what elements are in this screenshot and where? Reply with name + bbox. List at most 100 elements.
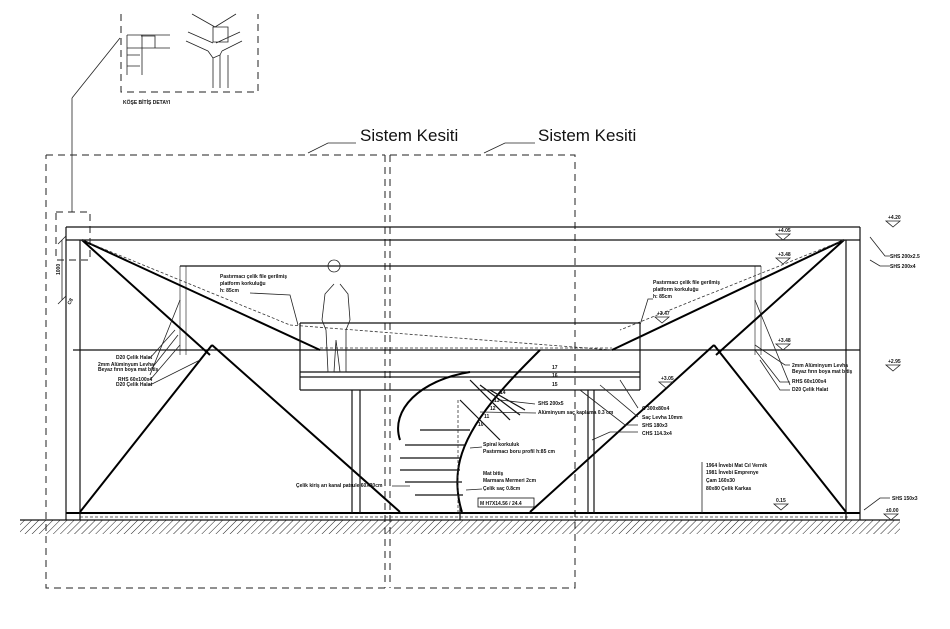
- platform-edges: [299, 323, 641, 390]
- main-frame: [55, 211, 861, 520]
- note-left-2: Beyaz fırın boya mat bitiş: [98, 367, 159, 373]
- level-platform-side: +3.05: [657, 376, 675, 389]
- detail-title: KÖŞE BİTİŞ DETAYI: [123, 99, 171, 106]
- level-top-roof: +4.20: [884, 215, 902, 228]
- section-title-1: Sistem Kesiti: [360, 126, 458, 145]
- svg-text:0.15: 0.15: [776, 498, 786, 504]
- stair-notes: Spiral korkuluk Pastırmacı boru profil h…: [465, 442, 556, 508]
- right-mid-notes: 2mm Alüminyum Levha Beyaz fırın boya mat…: [754, 344, 853, 393]
- platform-note-left: Pastırmacı çelik file gerilmiş platform …: [220, 274, 299, 326]
- detail-leader: [71, 37, 121, 99]
- ground-hatch: [20, 520, 900, 534]
- svg-text:Alüminyum saç kaplama 0.3 cm: Alüminyum saç kaplama 0.3 cm: [538, 410, 614, 416]
- svg-text:1964 İnvebi Mat Cıl Vernik: 1964 İnvebi Mat Cıl Vernik: [706, 462, 767, 469]
- svg-text:16: 16: [552, 373, 558, 379]
- stair-treads: [400, 429, 470, 496]
- note-left-4: D20 Çelik Halat: [116, 382, 152, 388]
- svg-text:Pastırmacı çelik file gerilmiş: Pastırmacı çelik file gerilmiş: [653, 280, 720, 286]
- svg-text:+3.05: +3.05: [661, 376, 674, 382]
- dimension-tag: C8: [67, 297, 76, 306]
- level-beam-top: +4.05: [774, 228, 792, 241]
- svg-text:10: 10: [478, 422, 484, 428]
- svg-text:±0.00: ±0.00: [886, 508, 899, 514]
- left-notes: D20 Çelik Halat 2mm Alüminyum Levha Beya…: [98, 329, 201, 388]
- level-floor-inner: 0.15: [772, 498, 790, 511]
- note-left-0: D20 Çelik Halat: [116, 355, 152, 361]
- left-note-leaders: [149, 329, 201, 386]
- roof-beam: [66, 226, 860, 241]
- svg-text:+3.48: +3.48: [778, 252, 791, 258]
- dimension-text: 1000: [56, 264, 62, 275]
- corner-columns: [65, 227, 861, 520]
- svg-text:Pastırmacı çelik file gerilmiş: Pastırmacı çelik file gerilmiş: [220, 274, 287, 280]
- corner-detail-callout: [55, 211, 91, 261]
- detail-profile-node: [185, 13, 243, 88]
- human-figure-icon: [321, 259, 351, 373]
- svg-text:SHS 200x5: SHS 200x5: [538, 401, 564, 407]
- corner-detail: KÖŞE BİTİŞ DETAYI: [71, 13, 259, 212]
- svg-text:Çam 160x30: Çam 160x30: [706, 478, 735, 484]
- dashed-braces: [81, 239, 845, 351]
- svg-text:+3.47: +3.47: [657, 311, 670, 317]
- level-beam-under: +3.48: [774, 252, 792, 265]
- svg-text:11: 11: [484, 414, 490, 420]
- svg-text:15: 15: [552, 382, 558, 388]
- svg-text:h: 85cm: h: 85cm: [220, 288, 239, 294]
- svg-text:+4.05: +4.05: [778, 228, 791, 234]
- platform-column: [351, 390, 361, 513]
- svg-text:Marmara Mermeri 2cm: Marmara Mermeri 2cm: [483, 478, 537, 484]
- platform-note-right: Pastırmacı çelik file gerilmiş platform …: [639, 280, 720, 326]
- svg-text:17: 17: [552, 365, 558, 371]
- svg-text:platform korkuluğu: platform korkuluğu: [220, 281, 266, 287]
- base-note: Çelik kiriş arı kanal patrule 60X30cm: [296, 483, 410, 489]
- stair-tag: M H7X14.56 / 24.4: [480, 501, 522, 507]
- level-mid-far-right: +2.95: [884, 359, 902, 372]
- svg-text:SHS 200x2.5: SHS 200x2.5: [890, 254, 920, 260]
- level-platform-top: +3.47: [653, 311, 671, 324]
- svg-text:13: 13: [494, 398, 500, 404]
- svg-text:SHS 180x3: SHS 180x3: [642, 423, 668, 429]
- cable-bracing: [79, 239, 847, 513]
- svg-text:Saç Levha 10mm: Saç Levha 10mm: [642, 415, 683, 421]
- svg-text:+4.20: +4.20: [888, 215, 901, 221]
- level-mid-right: +3.48: [774, 338, 792, 351]
- level-ground: ±0.00: [882, 508, 900, 521]
- svg-text:Mat bitiş: Mat bitiş: [483, 471, 503, 477]
- svg-text:12: 12: [490, 406, 496, 412]
- svg-text:Beyaz fırın boya mat bitiş: Beyaz fırın boya mat bitiş: [792, 369, 853, 375]
- note-left-1: 2mm Alüminyum Levha: [98, 362, 154, 368]
- svg-text:Spiral korkuluk: Spiral korkuluk: [483, 442, 519, 448]
- spiral-stair: [397, 349, 541, 520]
- glass-notes: 1964 İnvebi Mat Cıl Vernik 1981 İnvebi E…: [701, 462, 767, 513]
- stair-base: [455, 505, 470, 520]
- svg-text:80x80 Çelik Karkas: 80x80 Çelik Karkas: [706, 486, 752, 492]
- platform-deck: [300, 322, 640, 391]
- svg-text:D20 Çelik Halat: D20 Çelik Halat: [792, 387, 828, 393]
- section-titles: Sistem Kesiti Sistem Kesiti: [307, 126, 636, 154]
- right-cables: [529, 239, 847, 513]
- svg-text:Çelik kiriş arı kanal patrule: Çelik kiriş arı kanal patrule 60X30cm: [296, 483, 383, 489]
- detail-frame: [120, 14, 259, 93]
- svg-text:Çelik saç 0.8cm: Çelik saç 0.8cm: [483, 486, 521, 492]
- platform-column-2: [587, 390, 595, 513]
- right-lower-label: SHS 150x3: [863, 496, 918, 511]
- stair-step-numbers: 17 16 15 14 13 12 11 10: [478, 365, 558, 428]
- inner-posts: [179, 266, 762, 355]
- svg-text:SHS 150x3: SHS 150x3: [892, 496, 918, 502]
- svg-text:2mm Alüminyum Levha: 2mm Alüminyum Levha: [792, 363, 848, 369]
- cable-leaders: [149, 299, 791, 386]
- stair-tag-box: [477, 497, 535, 508]
- dimension-1000: 1000 C8: [56, 235, 76, 306]
- svg-text:platform korkuluğu: platform korkuluğu: [653, 287, 699, 293]
- center-right-notes: C 300x80x4 Saç Levha 10mm SHS 180x3 CHS …: [579, 379, 683, 441]
- svg-text:Pastırmacı boru profil h:85 cm: Pastırmacı boru profil h:85 cm: [483, 449, 556, 455]
- right-upper-labels: SHS 200x2.5 SHS 200x4: [869, 236, 920, 270]
- left-cables: [79, 239, 401, 513]
- svg-text:C 300x80x4: C 300x80x4: [642, 406, 669, 412]
- detail-profile-plan: [126, 34, 170, 75]
- svg-text:RHS 60x100x4: RHS 60x100x4: [792, 379, 826, 385]
- platform: [299, 322, 641, 513]
- level-markers: +4.20 +4.05 +3.48 +3.47 +3.05 +3.48 +2.9…: [653, 215, 902, 521]
- svg-text:h: 85cm: h: 85cm: [653, 294, 672, 300]
